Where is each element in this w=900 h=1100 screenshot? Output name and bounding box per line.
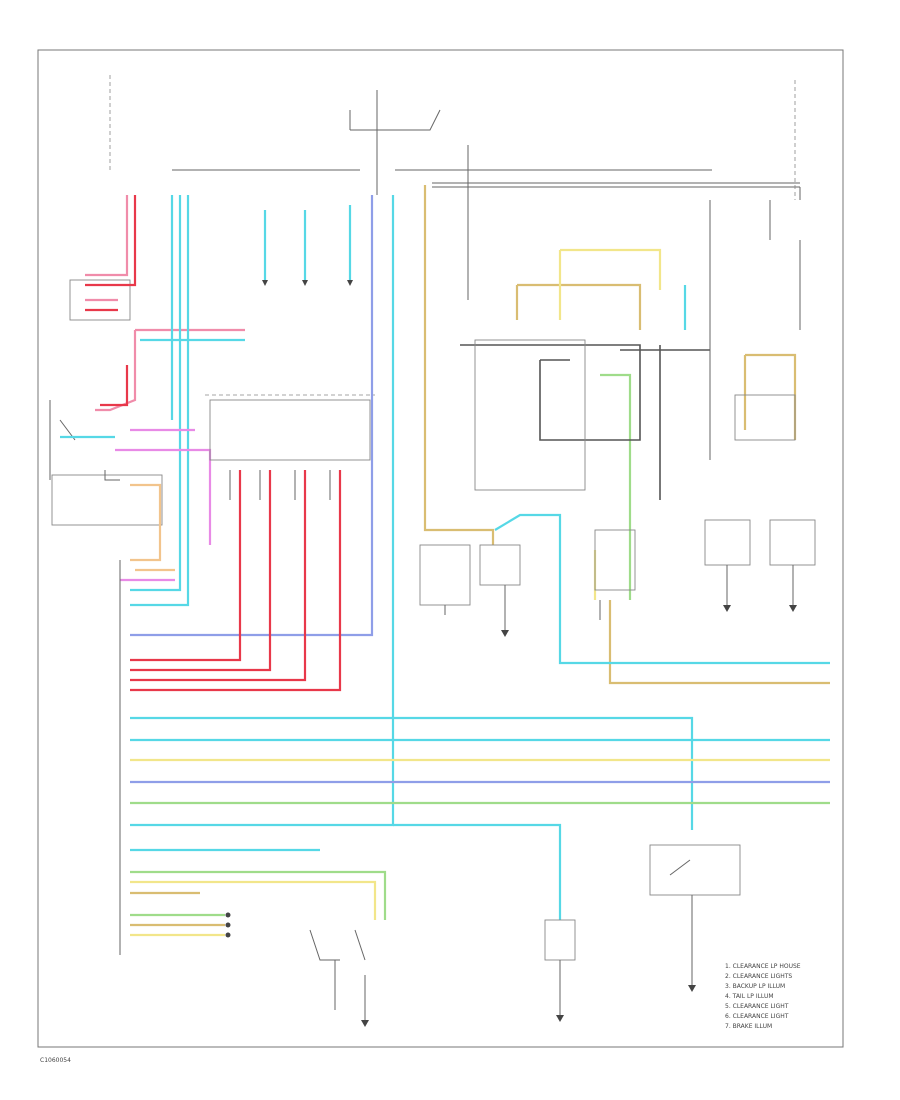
legend-item-4: 4. TAIL LP ILLUM: [725, 993, 774, 1000]
top-bus: [109, 75, 801, 300]
legend: 1. CLEARANCE LP HOUSE 2. CLEARANCE LIGHT…: [725, 963, 801, 1030]
tan-wires: [423, 185, 830, 685]
left-switch-block: [49, 279, 163, 526]
legend-item-3: 3. BACKUP LP ILLUM: [725, 983, 785, 990]
horizontal-bus: [130, 716, 830, 920]
diagram-border: [37, 49, 844, 1048]
red-wires-left: [85, 195, 245, 412]
middle-relays: [205, 394, 375, 500]
legend-item-2: 2. CLEARANCE LIGHTS: [725, 973, 792, 980]
legend-item-1: 1. CLEARANCE LP HOUSE: [725, 963, 801, 970]
yellow-wires: [558, 248, 662, 600]
lamp-sockets: [444, 519, 816, 637]
bottom-right-switch: [649, 844, 741, 992]
orange-wires: [120, 483, 175, 582]
cyan-wires-right: [494, 285, 830, 665]
red-wires-bottom: [130, 470, 342, 692]
bottom-left-wires: [130, 870, 387, 1027]
legend-item-5: 5. CLEARANCE LIGHT: [725, 1003, 789, 1010]
legend-item-6: 6. CLEARANCE LIGHT: [725, 1013, 789, 1020]
bottom-center-switch: [544, 919, 576, 1022]
internal-wiring: [419, 200, 801, 606]
blue-wires: [130, 195, 395, 827]
figure-id: C1060054: [40, 1057, 71, 1064]
green-wires: [600, 373, 632, 600]
connector-arrows: [262, 280, 353, 286]
legend-item-7: 7. BRAKE ILLUM: [725, 1023, 772, 1030]
